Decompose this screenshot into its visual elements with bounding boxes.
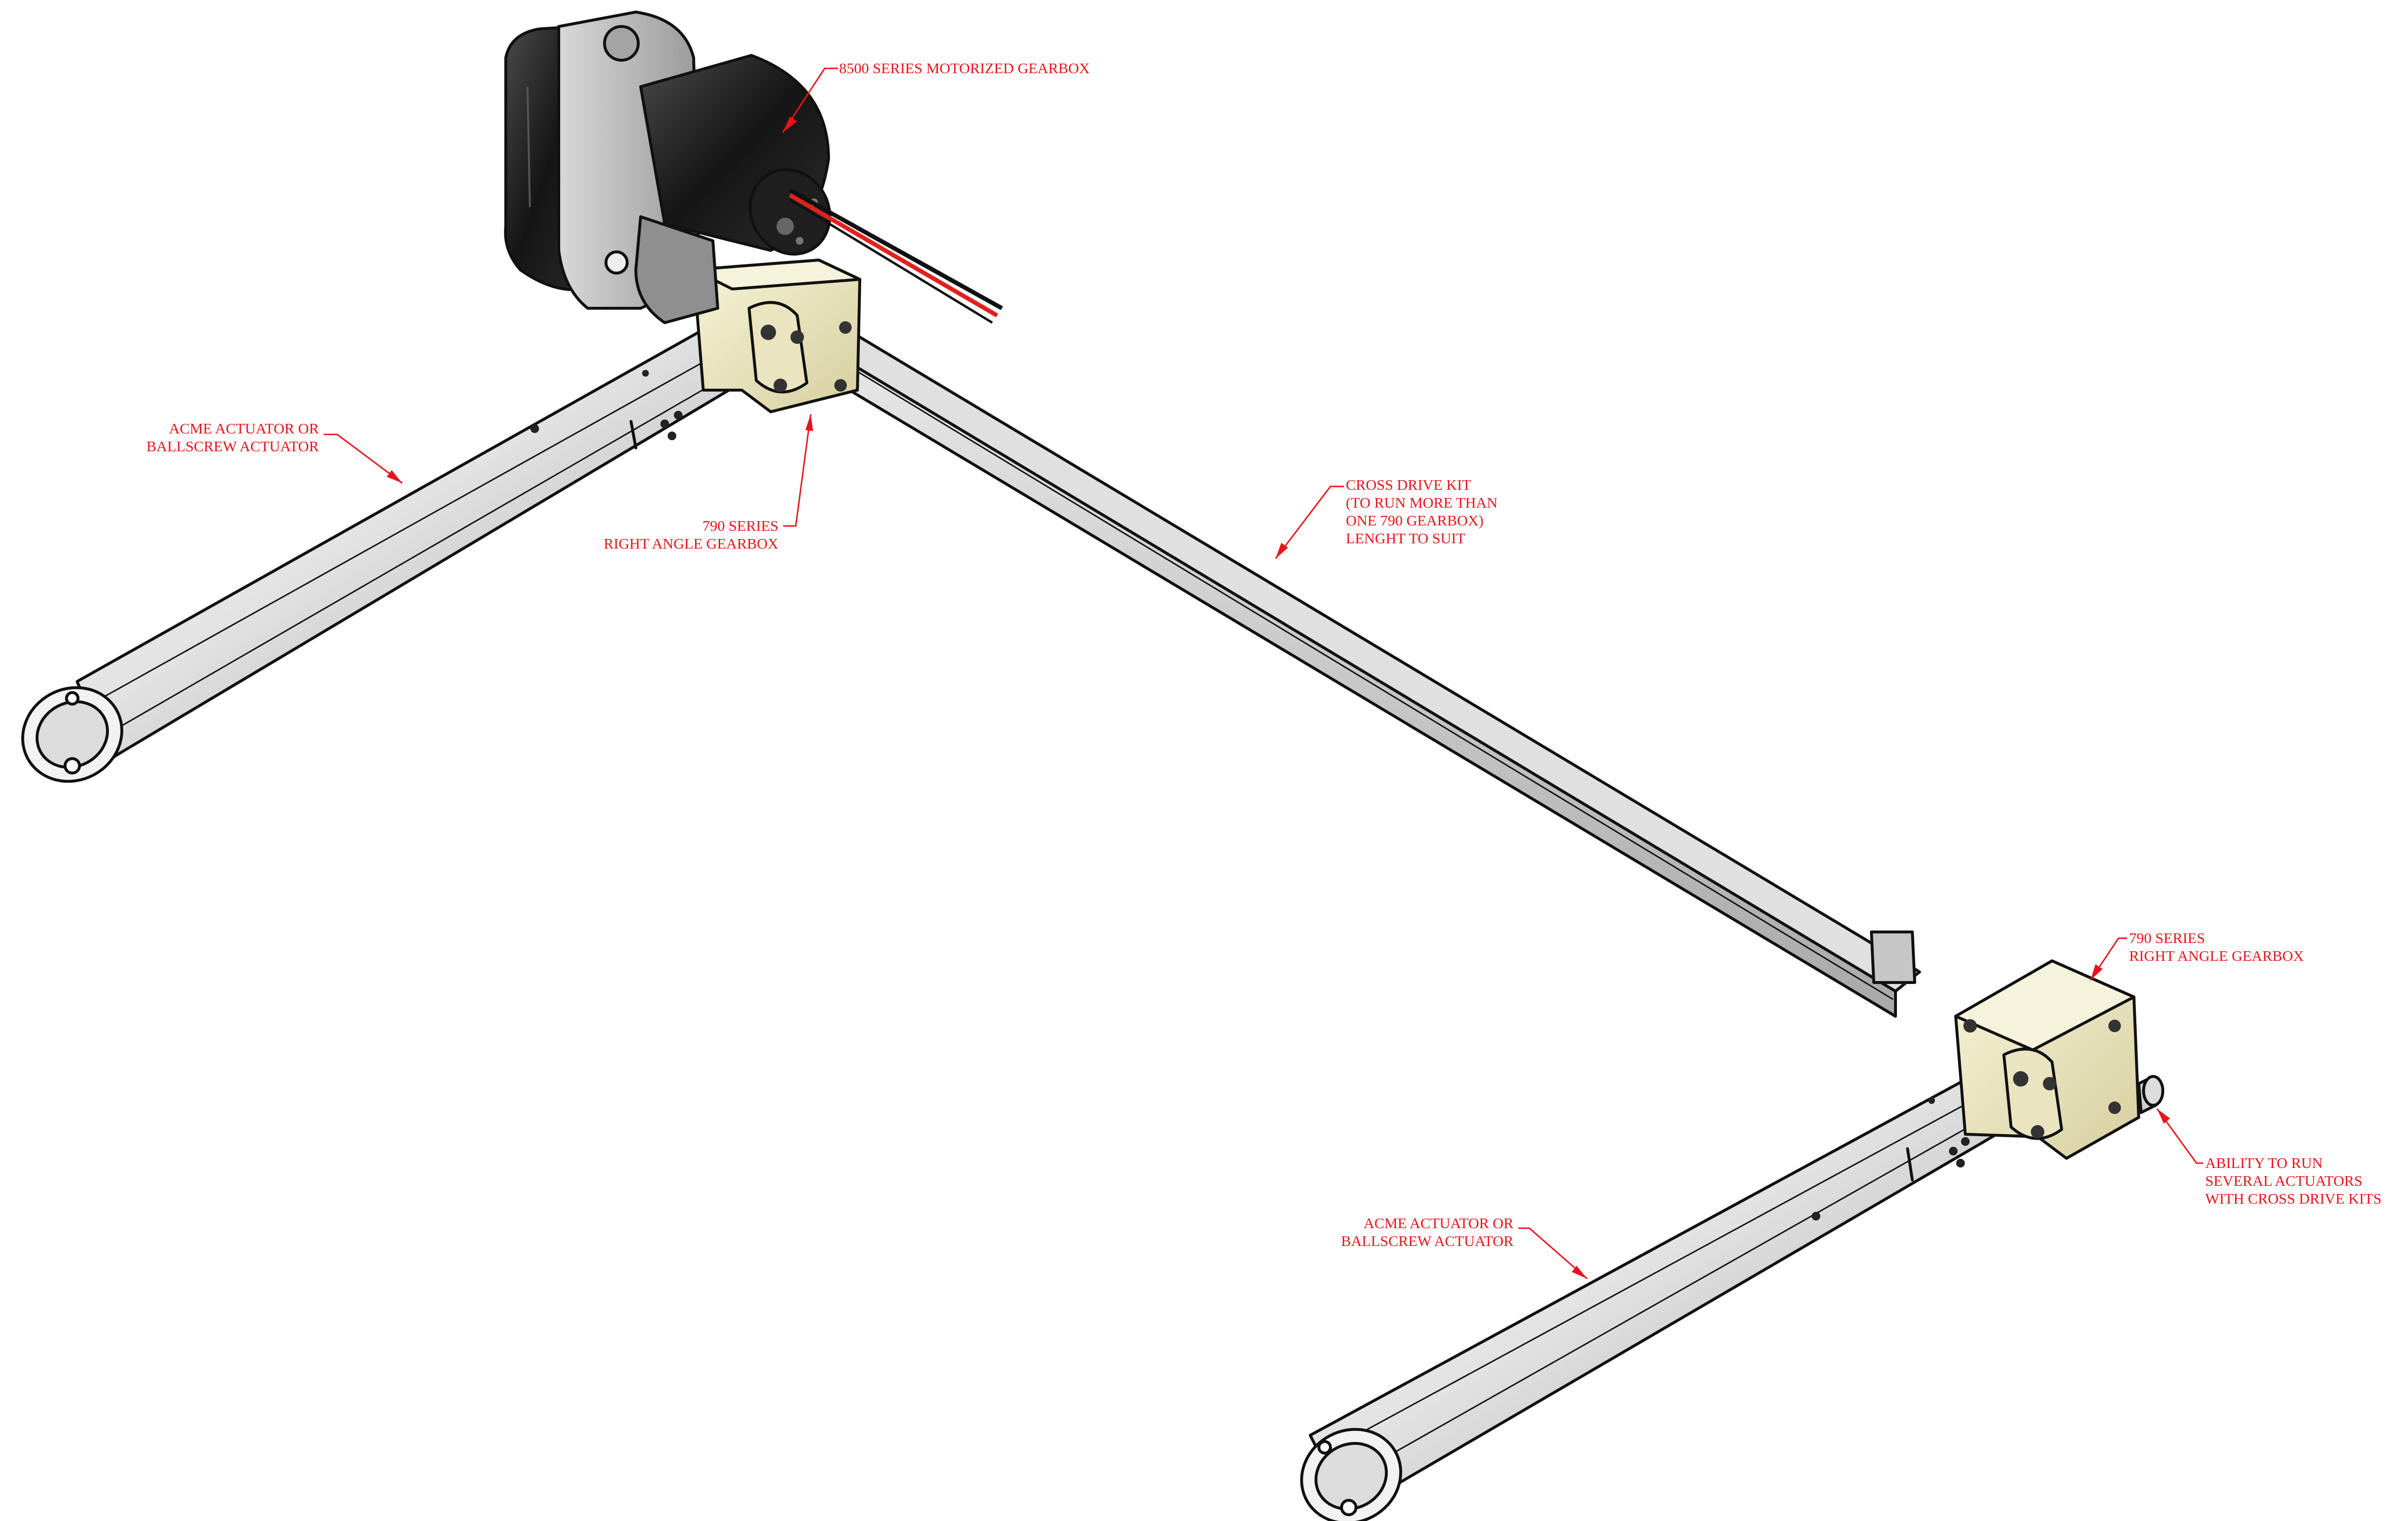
callout-gearbox-left-line-1: 790 SERIES	[702, 517, 778, 534]
callout-actuator-left-line-1: ACME ACTUATOR OR	[169, 420, 319, 437]
callout-cross-drive-line-1: CROSS DRIVE KIT	[1346, 476, 1471, 493]
callout-gearbox-left: 790 SERIES RIGHT ANGLE GEARBOX	[604, 414, 813, 552]
motorized-gearbox	[504, 11, 831, 324]
cross-drive-bar	[817, 328, 1921, 1018]
callout-actuator-left-line-2: BALLSCREW ACTUATOR	[146, 438, 319, 455]
right-actuator	[1300, 1068, 2027, 1521]
callout-motorized-gearbox-line-1: 8500 SERIES MOTORIZED GEARBOX	[839, 60, 1090, 77]
callout-actuator-right: ACME ACTUATOR OR BALLSCREW ACTUATOR	[1341, 1215, 1588, 1280]
callout-several-actuators-line-2: SEVERAL ACTUATORS	[2205, 1172, 2362, 1189]
callout-several-actuators: ABILITY TO RUN SEVERAL ACTUATORS WITH CR…	[2156, 1108, 2382, 1207]
callout-gearbox-right-line-2: RIGHT ANGLE GEARBOX	[2129, 947, 2304, 964]
callout-several-actuators-line-3: WITH CROSS DRIVE KITS	[2205, 1190, 2382, 1207]
left-actuator	[21, 331, 738, 783]
motor-wires	[789, 188, 1003, 324]
callout-gearbox-right: 790 SERIES RIGHT ANGLE GEARBOX	[2090, 930, 2304, 981]
callout-cross-drive-line-2: (TO RUN MORE THAN	[1346, 494, 1498, 511]
callout-gearbox-right-line-1: 790 SERIES	[2129, 930, 2205, 946]
left-790-gearbox	[692, 259, 861, 413]
callout-several-actuators-line-1: ABILITY TO RUN	[2205, 1154, 2323, 1171]
callout-actuator-left: ACME ACTUATOR OR BALLSCREW ACTUATOR	[146, 420, 403, 484]
callout-cross-drive: CROSS DRIVE KIT (TO RUN MORE THAN ONE 79…	[1275, 476, 1498, 559]
callout-cross-drive-line-3: ONE 790 GEARBOX)	[1346, 512, 1484, 529]
callout-cross-drive-line-4: LENGHT TO SUIT	[1346, 530, 1465, 547]
right-790-gearbox	[1954, 959, 2164, 1160]
callout-motorized-gearbox: 8500 SERIES MOTORIZED GEARBOX	[782, 60, 1090, 133]
callout-actuator-right-line-1: ACME ACTUATOR OR	[1364, 1215, 1514, 1232]
callout-actuator-right-line-2: BALLSCREW ACTUATOR	[1341, 1233, 1513, 1249]
callout-gearbox-left-line-2: RIGHT ANGLE GEARBOX	[604, 535, 778, 552]
